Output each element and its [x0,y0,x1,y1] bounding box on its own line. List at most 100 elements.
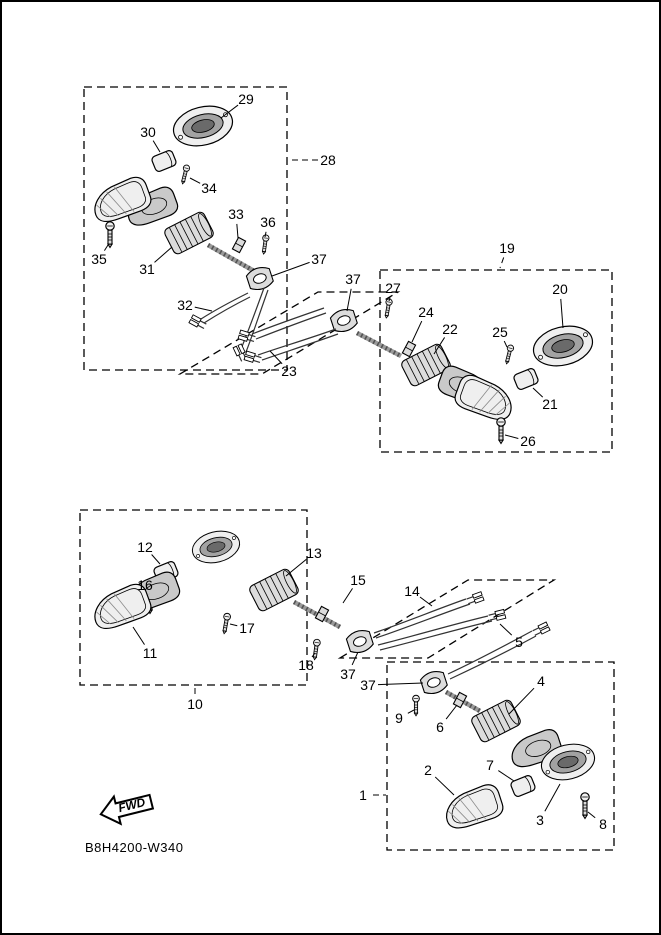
callout-18: 18 [298,657,314,673]
callout-31: 31 [139,261,155,277]
callout-leader-15 [342,588,353,604]
nut-part [231,236,247,254]
callout-leader-20 [560,298,564,329]
assembly-top-left [87,99,276,363]
callout-leader-19 [499,257,505,269]
screw-part [179,163,191,186]
wire [245,289,269,353]
callout-24: 24 [418,304,434,320]
callout-leader-5 [499,623,513,636]
callout-9: 9 [395,710,403,726]
callout-leader-26 [504,434,519,439]
callout-37: 37 [311,251,327,267]
callout-leader-7 [498,770,515,782]
ribbed-socket-part [247,566,301,614]
callout-leader-37 [377,682,424,686]
callout-5: 5 [515,634,523,650]
assembly-top-right [237,297,598,445]
callout-leader-31 [154,246,173,263]
wire [203,296,251,324]
group-boxes [79,86,615,851]
callout-leader-9 [407,709,415,714]
callout-leader-23 [269,350,283,365]
callout-11: 11 [143,645,158,661]
callout-leader-6 [445,704,458,720]
callout-12: 12 [137,539,153,555]
callout-22: 22 [442,321,458,337]
drawing-number: B8H4200-W340 [85,840,184,855]
callout-16: 16 [137,577,153,593]
ribbed-socket-part [469,697,523,745]
callout-leader-2 [434,776,455,796]
callout-33: 33 [228,206,244,222]
callout-leader-29 [220,104,239,119]
callout-leader-8 [587,811,596,819]
wire [447,630,533,675]
callout-leader-36 [264,231,267,238]
callout-leader-37 [351,651,359,666]
screw-part [412,694,420,717]
callout-17: 17 [239,620,255,636]
callout-leader-35 [103,244,109,251]
lens-part [439,781,507,833]
wire [200,292,249,320]
assembly-middle-left [87,525,507,661]
wire [261,333,339,361]
connector-pins [465,591,485,607]
mount-base-part [168,99,238,153]
wire [377,615,489,646]
callout-1: 1 [359,787,367,803]
callout-leader-37 [271,261,310,277]
wire [379,620,493,651]
wire [240,287,265,350]
callout-leader-30 [152,140,161,153]
callout-32: 32 [177,297,193,313]
wire [373,598,467,634]
wire [257,328,337,356]
wire [449,635,537,680]
screw-part [260,234,270,255]
screw-part [503,343,515,366]
callout-leader-33 [236,223,239,239]
connector-pins [243,350,263,365]
fwd-arrow-icon [99,793,155,826]
callout-14: 14 [404,583,420,599]
callout-28: 28 [320,152,336,168]
callout-15: 15 [350,572,366,588]
wire [255,312,327,340]
callout-leader-21 [532,387,544,398]
callout-23: 23 [281,363,297,379]
screw-part [382,297,394,319]
callout-21: 21 [542,396,558,412]
ribbed-socket-part [162,209,216,257]
callout-6: 6 [436,719,444,735]
callout-30: 30 [140,124,156,140]
group-box-10 [79,509,308,686]
callout-leader-22 [433,337,446,355]
group-parallelogram-top [177,291,401,375]
mount-base-part [188,525,244,569]
callout-27: 27 [385,280,401,296]
callout-leader-25 [503,340,508,348]
callout-leader-4 [508,687,535,715]
group-parallelogram-bottom [337,579,557,659]
mount-base-part [528,319,598,373]
group-box-1 [386,661,615,851]
callout-leader-17 [229,623,238,627]
callout-leader-12 [151,554,161,565]
callout-leader-34 [189,177,201,184]
nut-part [401,340,417,358]
callout-20: 20 [552,281,568,297]
callout-leader-3 [544,783,561,812]
callout-7: 7 [486,757,494,773]
callout-4: 4 [537,673,545,689]
wire [375,603,471,639]
screw-part [105,221,115,249]
callout-leader-18 [311,652,316,658]
assembly-bottom-right [412,621,599,833]
lens-part [451,371,519,425]
callout-37: 37 [340,666,356,682]
callout-8: 8 [599,816,607,832]
stem [206,242,256,274]
